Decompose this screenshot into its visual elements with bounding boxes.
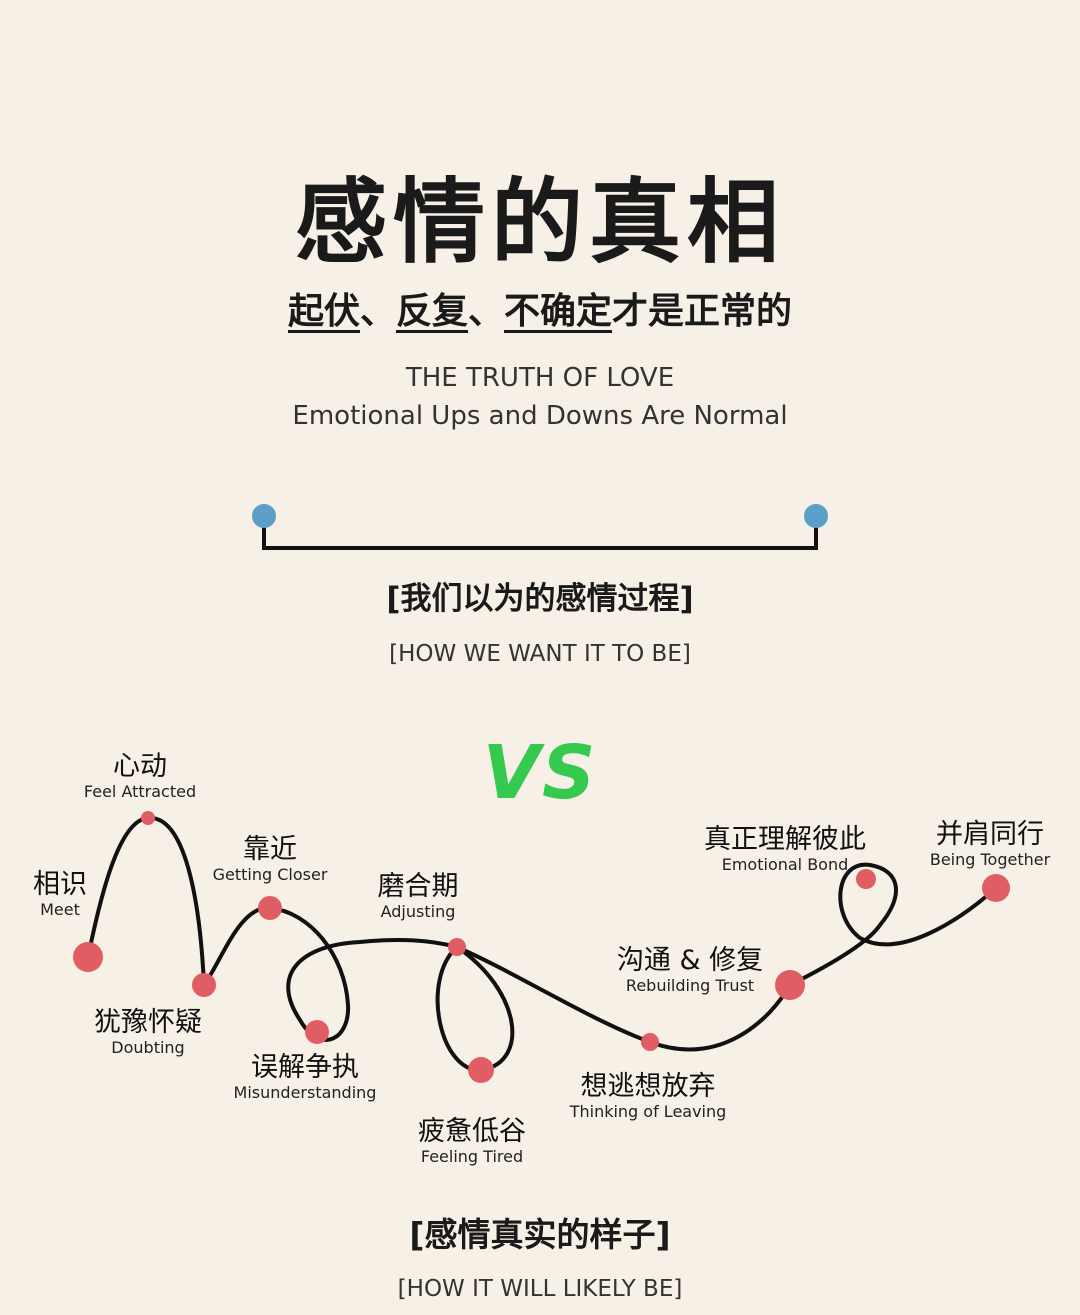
stage-label-rebuilding-trust: 沟通 & 修复 Rebuilding Trust	[617, 946, 763, 996]
stage-dot-getting-closer	[258, 896, 282, 920]
stage-label-en: Feeling Tired	[420, 1147, 524, 1166]
stage-label-zh: 靠近	[243, 834, 297, 865]
ideal-label: [我们以为的感情过程]	[386, 581, 694, 617]
subtitle-separator: 、	[359, 291, 396, 332]
ideal-path-line	[262, 516, 818, 550]
stage-label-misunderstanding: 误解争执 Misunderstanding	[234, 1053, 377, 1103]
stage-label-en: Being Together	[929, 850, 1051, 869]
stage-label-en: Meet	[40, 900, 80, 919]
main-title: 感情的真相	[294, 169, 785, 276]
stage-label-en: Emotional Bond	[721, 855, 849, 874]
english-subtitle: Emotional Ups and Downs Are Normal	[292, 401, 788, 431]
subtitle-part-ups-downs: 起伏	[287, 291, 360, 332]
stage-dot-feeling-tired	[468, 1057, 494, 1083]
english-title: THE TRUTH OF LOVE	[405, 363, 675, 393]
subtitle: 起伏、反复、不确定才是正常的	[0, 288, 1080, 336]
stage-dot-being-together	[982, 874, 1010, 902]
stage-label-thinking-of-leaving: 想逃想放弃 Thinking of Leaving	[570, 1072, 727, 1122]
ideal-start-dot	[252, 504, 276, 528]
reality-path-line	[86, 815, 998, 1073]
stage-dot-misunderstanding	[305, 1020, 329, 1044]
stage-dot-adjusting	[448, 938, 466, 956]
stage-label-zh: 相识	[33, 869, 87, 900]
stage-label-en: Getting Closer	[212, 865, 328, 884]
stage-label-zh: 并肩同行	[935, 819, 1044, 850]
stage-label-zh: 误解争执	[251, 1052, 359, 1083]
stage-label-zh: 沟通 & 修复	[616, 945, 764, 976]
stage-dot-thinking-of-leaving	[641, 1033, 659, 1051]
stage-label-adjusting: 磨合期 Adjusting	[378, 872, 459, 922]
stage-label-en: Thinking of Leaving	[569, 1102, 727, 1121]
ideal-label-english: [HOW WE WANT IT TO BE]	[389, 641, 691, 667]
stage-label-meet: 相识 Meet	[33, 870, 87, 920]
stage-label-feel-attracted: 心动 Feel Attracted	[84, 752, 196, 802]
stage-label-en: Feel Attracted	[83, 782, 197, 801]
stage-dot-rebuilding-trust	[775, 970, 805, 1000]
stage-dot-meet	[73, 942, 103, 972]
stage-label-getting-closer: 靠近 Getting Closer	[213, 835, 328, 885]
stage-label-zh: 疲惫低谷	[418, 1116, 526, 1147]
reality-label-english: [HOW IT WILL LIKELY BE]	[397, 1276, 683, 1302]
stage-label-zh: 磨合期	[377, 871, 459, 902]
stage-label-being-together: 并肩同行 Being Together	[930, 820, 1050, 870]
subtitle-part-repeat: 反复	[395, 291, 468, 332]
stage-label-zh: 真正理解彼此	[704, 824, 866, 855]
stage-dot-feel-attracted	[141, 811, 155, 825]
stage-dot-doubting	[192, 973, 216, 997]
stage-label-en: Adjusting	[380, 902, 456, 921]
reality-label: [感情真实的样子]	[409, 1215, 671, 1254]
stage-label-zh: 心动	[113, 751, 167, 782]
stage-label-en: Doubting	[111, 1038, 185, 1057]
stage-label-feeling-tired: 疲惫低谷 Feeling Tired	[418, 1117, 526, 1167]
subtitle-separator: 、	[468, 291, 505, 332]
stage-label-en: Rebuilding Trust	[625, 976, 755, 995]
stage-dot-emotional-bond	[856, 869, 876, 889]
subtitle-part-normal: 才是正常的	[612, 291, 793, 332]
vs-text: VS	[482, 730, 598, 816]
stage-label-en: Misunderstanding	[233, 1083, 377, 1102]
ideal-end-dot	[804, 504, 828, 528]
stage-label-doubting: 犹豫怀疑 Doubting	[94, 1008, 202, 1058]
stage-label-zh: 想逃想放弃	[580, 1071, 716, 1102]
subtitle-part-uncertain: 不确定	[504, 291, 613, 332]
stage-label-emotional-bond: 真正理解彼此 Emotional Bond	[704, 825, 866, 875]
ideal-path-diagram	[252, 504, 828, 550]
stage-label-zh: 犹豫怀疑	[94, 1007, 202, 1038]
